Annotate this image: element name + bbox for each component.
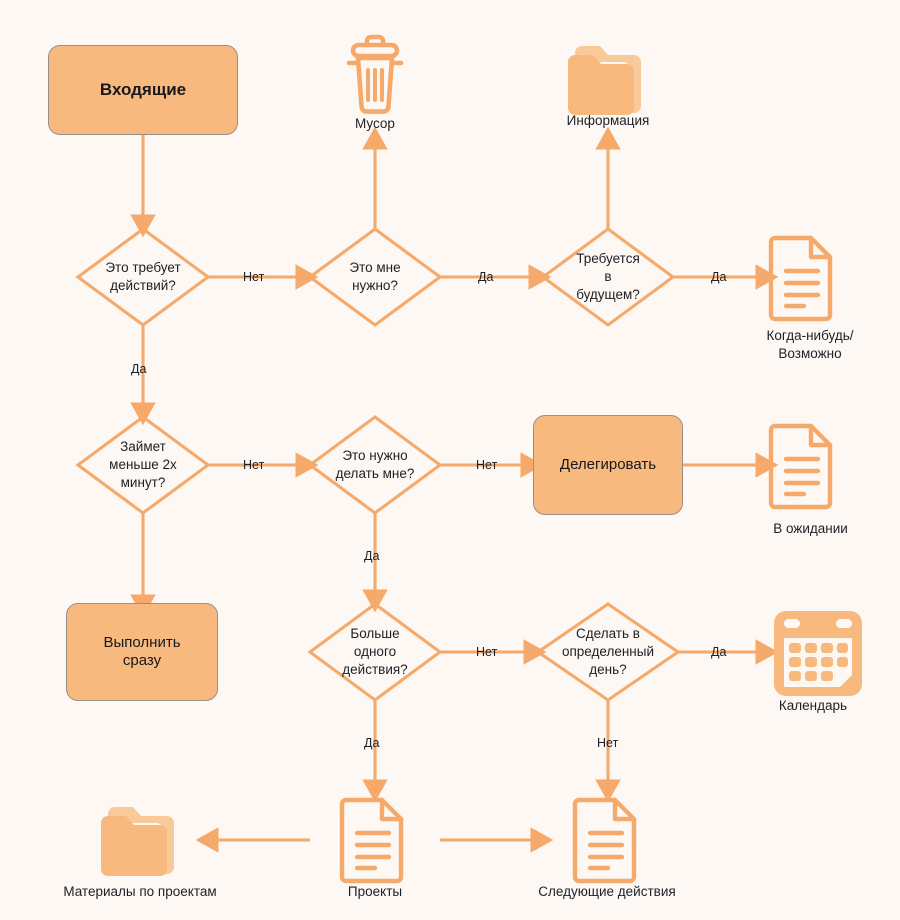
document-icon — [572, 797, 637, 884]
node-delegate[interactable]: Делегировать — [533, 415, 683, 515]
document-icon — [339, 797, 404, 884]
node-do-now[interactable]: Выполнить сразу — [66, 603, 218, 701]
document-icon — [768, 235, 833, 322]
folder-icon — [101, 807, 174, 876]
folder-icon — [568, 46, 641, 115]
document-icon — [768, 423, 833, 510]
trash-icon — [346, 34, 404, 114]
node-inbox[interactable]: Входящие — [48, 45, 238, 135]
calendar-icon — [774, 611, 862, 696]
